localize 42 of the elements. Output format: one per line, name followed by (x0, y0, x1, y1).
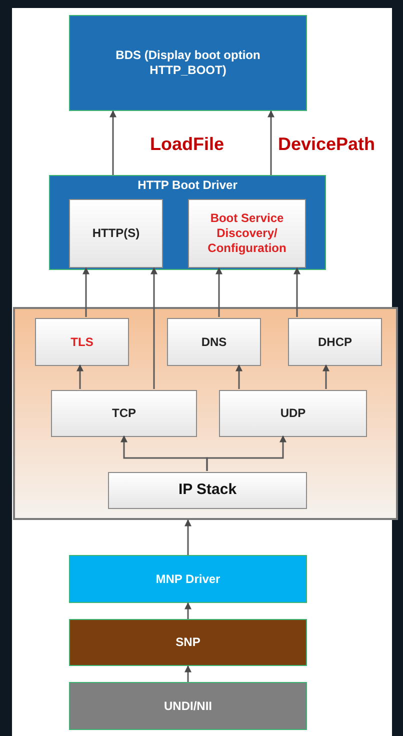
node-label: HTTP(S) (92, 226, 140, 241)
node-label: HTTP Boot Driver (138, 178, 238, 193)
arrow (110, 110, 116, 175)
process-box (69, 199, 163, 268)
arrow (150, 267, 158, 389)
interface-label: DevicePath (278, 133, 376, 156)
arrow (322, 364, 330, 389)
process-box (69, 682, 307, 730)
process-box (51, 390, 197, 437)
node-label: DHCP (318, 334, 352, 350)
group-box (49, 175, 326, 270)
node-label: MNP Driver (156, 572, 220, 586)
node-label: Boot Service Discovery/ Configuration (206, 211, 288, 256)
arrow (184, 602, 192, 619)
node-label: IP Stack (178, 481, 237, 500)
arrow (206, 435, 286, 471)
arrow (268, 110, 274, 175)
node-label: SNP (176, 635, 200, 650)
node-label: BDS (Display boot option HTTP_BOOT) (114, 48, 262, 78)
process-box (108, 472, 307, 509)
arrow (294, 267, 300, 317)
process-box (288, 318, 382, 366)
interface-label: LoadFile (150, 133, 226, 156)
process-box (69, 619, 307, 666)
arrow (184, 519, 192, 555)
node-label: TCP (112, 406, 136, 421)
node-label: UNDI/NII (164, 698, 212, 714)
arrow (184, 665, 192, 682)
arrow (76, 364, 84, 389)
process-box (35, 318, 129, 366)
arrow (236, 364, 242, 389)
process-box (167, 318, 261, 366)
container-panel (13, 307, 398, 520)
process-box (69, 555, 307, 603)
arrow (216, 267, 222, 317)
process-box (219, 390, 367, 437)
arrow (82, 267, 90, 317)
node-label: UDP (280, 406, 306, 421)
process-box (69, 15, 307, 111)
process-box (188, 199, 306, 268)
node-label: TLS (70, 334, 94, 350)
node-label: DNS (201, 334, 227, 350)
